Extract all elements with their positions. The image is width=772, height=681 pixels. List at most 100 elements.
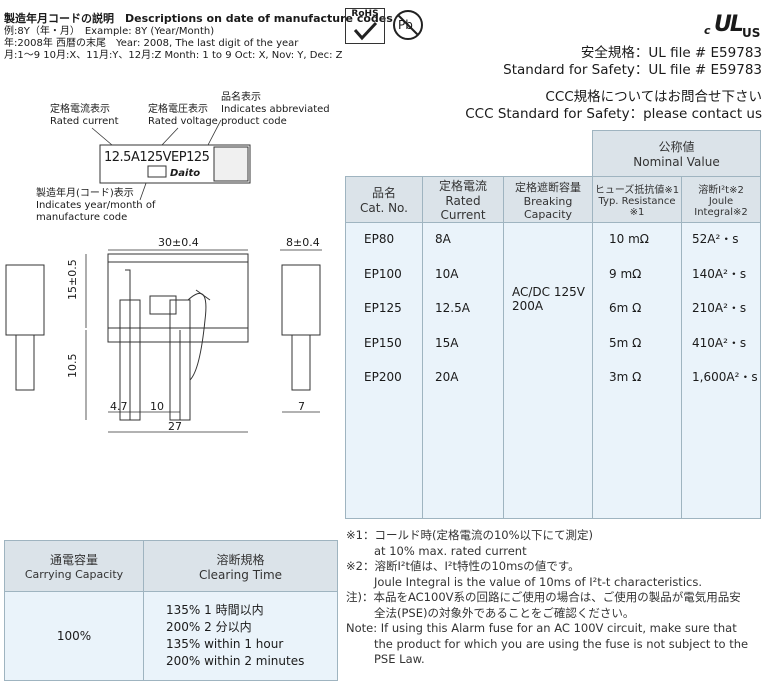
safety-en: Standard for Safety：UL file # E59783 xyxy=(503,62,762,78)
check-icon xyxy=(353,21,378,41)
current-column: 8A 10A 12.5A 15A 20A xyxy=(422,222,504,519)
dim-width: 30±0.4 xyxy=(158,236,199,249)
row-current: 8A xyxy=(435,232,451,246)
joule-column: 52A²・s 140A²・s 210A²・s 410A²・s 1,600A²・s xyxy=(681,222,761,519)
product-code-jp: 品名表示 xyxy=(221,92,261,103)
col-breaking-jp: 定格遮断容量 xyxy=(515,180,581,194)
row-current: 20A xyxy=(435,370,459,384)
col-joule-en: Joule Integral※2 xyxy=(694,196,748,218)
pb-label: Pb xyxy=(398,18,413,32)
note-3-jp-1: 注)：本品をAC100V系の回路にご使用の場合は、ご使用の製品が電気用品安 xyxy=(346,590,741,604)
row-current: 12.5A xyxy=(435,301,470,315)
row-cat: EP200 xyxy=(364,370,402,384)
rated-voltage-jp: 定格電圧表示 xyxy=(148,104,208,115)
row-joule: 410A²・s xyxy=(692,335,747,350)
clearing-time-item: 135% within 1 hour xyxy=(166,637,284,651)
nominal-header: 公称値 Nominal Value xyxy=(592,130,761,177)
row-joule: 1,600A²・s xyxy=(692,370,758,384)
note-4-line-2: the product for which you are using the … xyxy=(374,636,749,651)
note-4-line-3: PSE Law. xyxy=(374,652,425,666)
product-code-en2: product code xyxy=(221,116,287,127)
rated-current-jp: 定格電流表示 xyxy=(50,104,110,115)
row-cat: EP150 xyxy=(364,335,402,350)
date-code-example: 例:8Y（年・月） Example: 8Y (Year/Month) xyxy=(4,26,215,37)
row-cat: EP80 xyxy=(364,232,395,246)
note-4-line-1: Note: If using this Alarm fuse for an AC… xyxy=(346,621,737,635)
col-cat-jp: 品名 xyxy=(371,186,396,200)
note-3-jp-2: 全法(PSE)の対象外であることをご確認ください。 xyxy=(374,605,635,620)
breaking-capacity-1: AC/DC 125V xyxy=(512,285,585,299)
row-resistance: 3m Ω xyxy=(609,370,642,384)
resistance-column: 10 mΩ 9 mΩ 6m Ω 5m Ω 3m Ω xyxy=(592,222,682,519)
row-joule: 210A²・s xyxy=(692,301,747,315)
carrying-capacity-table: 通電容量 Carrying Capacity 溶断規格 Clearing Tim… xyxy=(4,540,338,681)
breaking-column: AC/DC 125V 200A xyxy=(503,222,593,519)
row-cat: EP100 xyxy=(364,266,402,281)
ccc-en: CCC Standard for Safety：please contact u… xyxy=(465,106,762,122)
note-1-jp: ※1：コールド時(定格電流の10%以下にて測定) xyxy=(346,528,593,542)
ul-us-label: US xyxy=(742,26,761,40)
carrying-capacity-value: 100% xyxy=(4,591,144,681)
carry-h2-jp: 溶断規格 xyxy=(216,552,265,567)
col-current-jp: 定格電流 xyxy=(438,179,487,193)
dim-height-top: 15±0.5 xyxy=(66,259,79,300)
date-code-title: 製造年月コードの説明 Descriptions on date of manuf… xyxy=(4,12,393,25)
row-resistance: 6m Ω xyxy=(609,301,642,315)
row-cat: EP125 xyxy=(364,301,402,315)
carrying-capacity-header: 通電容量 Carrying Capacity xyxy=(4,540,144,592)
fuse-brand: Daito xyxy=(170,168,201,179)
row-current: 10A xyxy=(435,266,459,281)
pb-free-icon xyxy=(393,10,423,40)
clearing-time-item: 200% 2 分以内 xyxy=(166,620,252,634)
ccc-jp: CCC規格についてはお問合せ下さい xyxy=(545,89,762,105)
clearing-time-item: 135% 1 時間以内 xyxy=(166,603,264,617)
row-joule: 140A²・s xyxy=(692,266,747,281)
row-current: 15A xyxy=(435,335,459,350)
year-month-en1: Indicates year/month of xyxy=(36,200,156,211)
rated-current-en: Rated current xyxy=(50,116,119,127)
carry-h2-en: Clearing Time xyxy=(198,567,283,582)
row-resistance: 5m Ω xyxy=(609,335,642,350)
fuse-drawing xyxy=(5,119,322,433)
ul-c-label: c xyxy=(704,24,711,37)
rohs-label: RoHS xyxy=(351,9,379,19)
date-code-year: 年:2008年 西暦の末尾 Year: 2008, The last digit… xyxy=(4,38,299,49)
year-month-jp: 製造年月(コード)表示 xyxy=(36,188,134,199)
rohs-badge: RoHS xyxy=(345,8,385,44)
dim-27: 27 xyxy=(168,420,182,433)
col-resistance-jp: ヒューズ抵抗値※1 xyxy=(594,185,680,196)
spec-table-blank xyxy=(345,130,593,177)
row-joule: 52A²・s xyxy=(692,232,739,246)
year-month-en2: manufacture code xyxy=(36,212,128,223)
row-resistance: 9 mΩ xyxy=(609,266,642,281)
cat-column: EP80 EP100 EP125 EP150 EP200 xyxy=(345,222,423,519)
ul-mark: c UL US xyxy=(704,12,762,42)
row-resistance: 10 mΩ xyxy=(609,232,649,246)
note-2-en: Joule Integral is the value of 10ms of I… xyxy=(374,574,702,589)
dim-7: 7 xyxy=(298,400,305,413)
safety-jp: 安全規格：UL file # E59783 xyxy=(580,45,762,61)
carry-h1-en: Carrying Capacity xyxy=(24,568,124,581)
carry-h1-jp: 通電容量 xyxy=(49,553,98,567)
col-joule-jp: 溶断I²t※2 xyxy=(698,185,744,196)
dim-depth: 8±0.4 xyxy=(286,236,320,249)
dim-4-7: 4.7 xyxy=(110,400,128,413)
clearing-time-item: 200% within 2 minutes xyxy=(166,654,305,668)
fuse-label-text: 12.5A125VEP125 xyxy=(104,150,210,165)
dim-10: 10 xyxy=(150,400,164,413)
note-2-jp: ※2：溶断I²t値は、I²t特性の10msの値です。 xyxy=(346,559,580,573)
dim-height-bottom: 10.5 xyxy=(66,353,79,379)
col-cat-en: Cat. No. xyxy=(360,201,408,215)
pb-free-badge: Pb xyxy=(392,9,424,41)
clearing-time-header: 溶断規格 Clearing Time xyxy=(143,540,338,592)
date-code-month: 月:1～9 10月:X、11月:Y、12月:Z Month: 1 to 9 Oc… xyxy=(4,50,343,61)
nominal-jp: 公称値 xyxy=(658,140,695,154)
ul-logo: UL xyxy=(714,12,744,37)
note-1-en: at 10% max. rated current xyxy=(374,543,527,558)
